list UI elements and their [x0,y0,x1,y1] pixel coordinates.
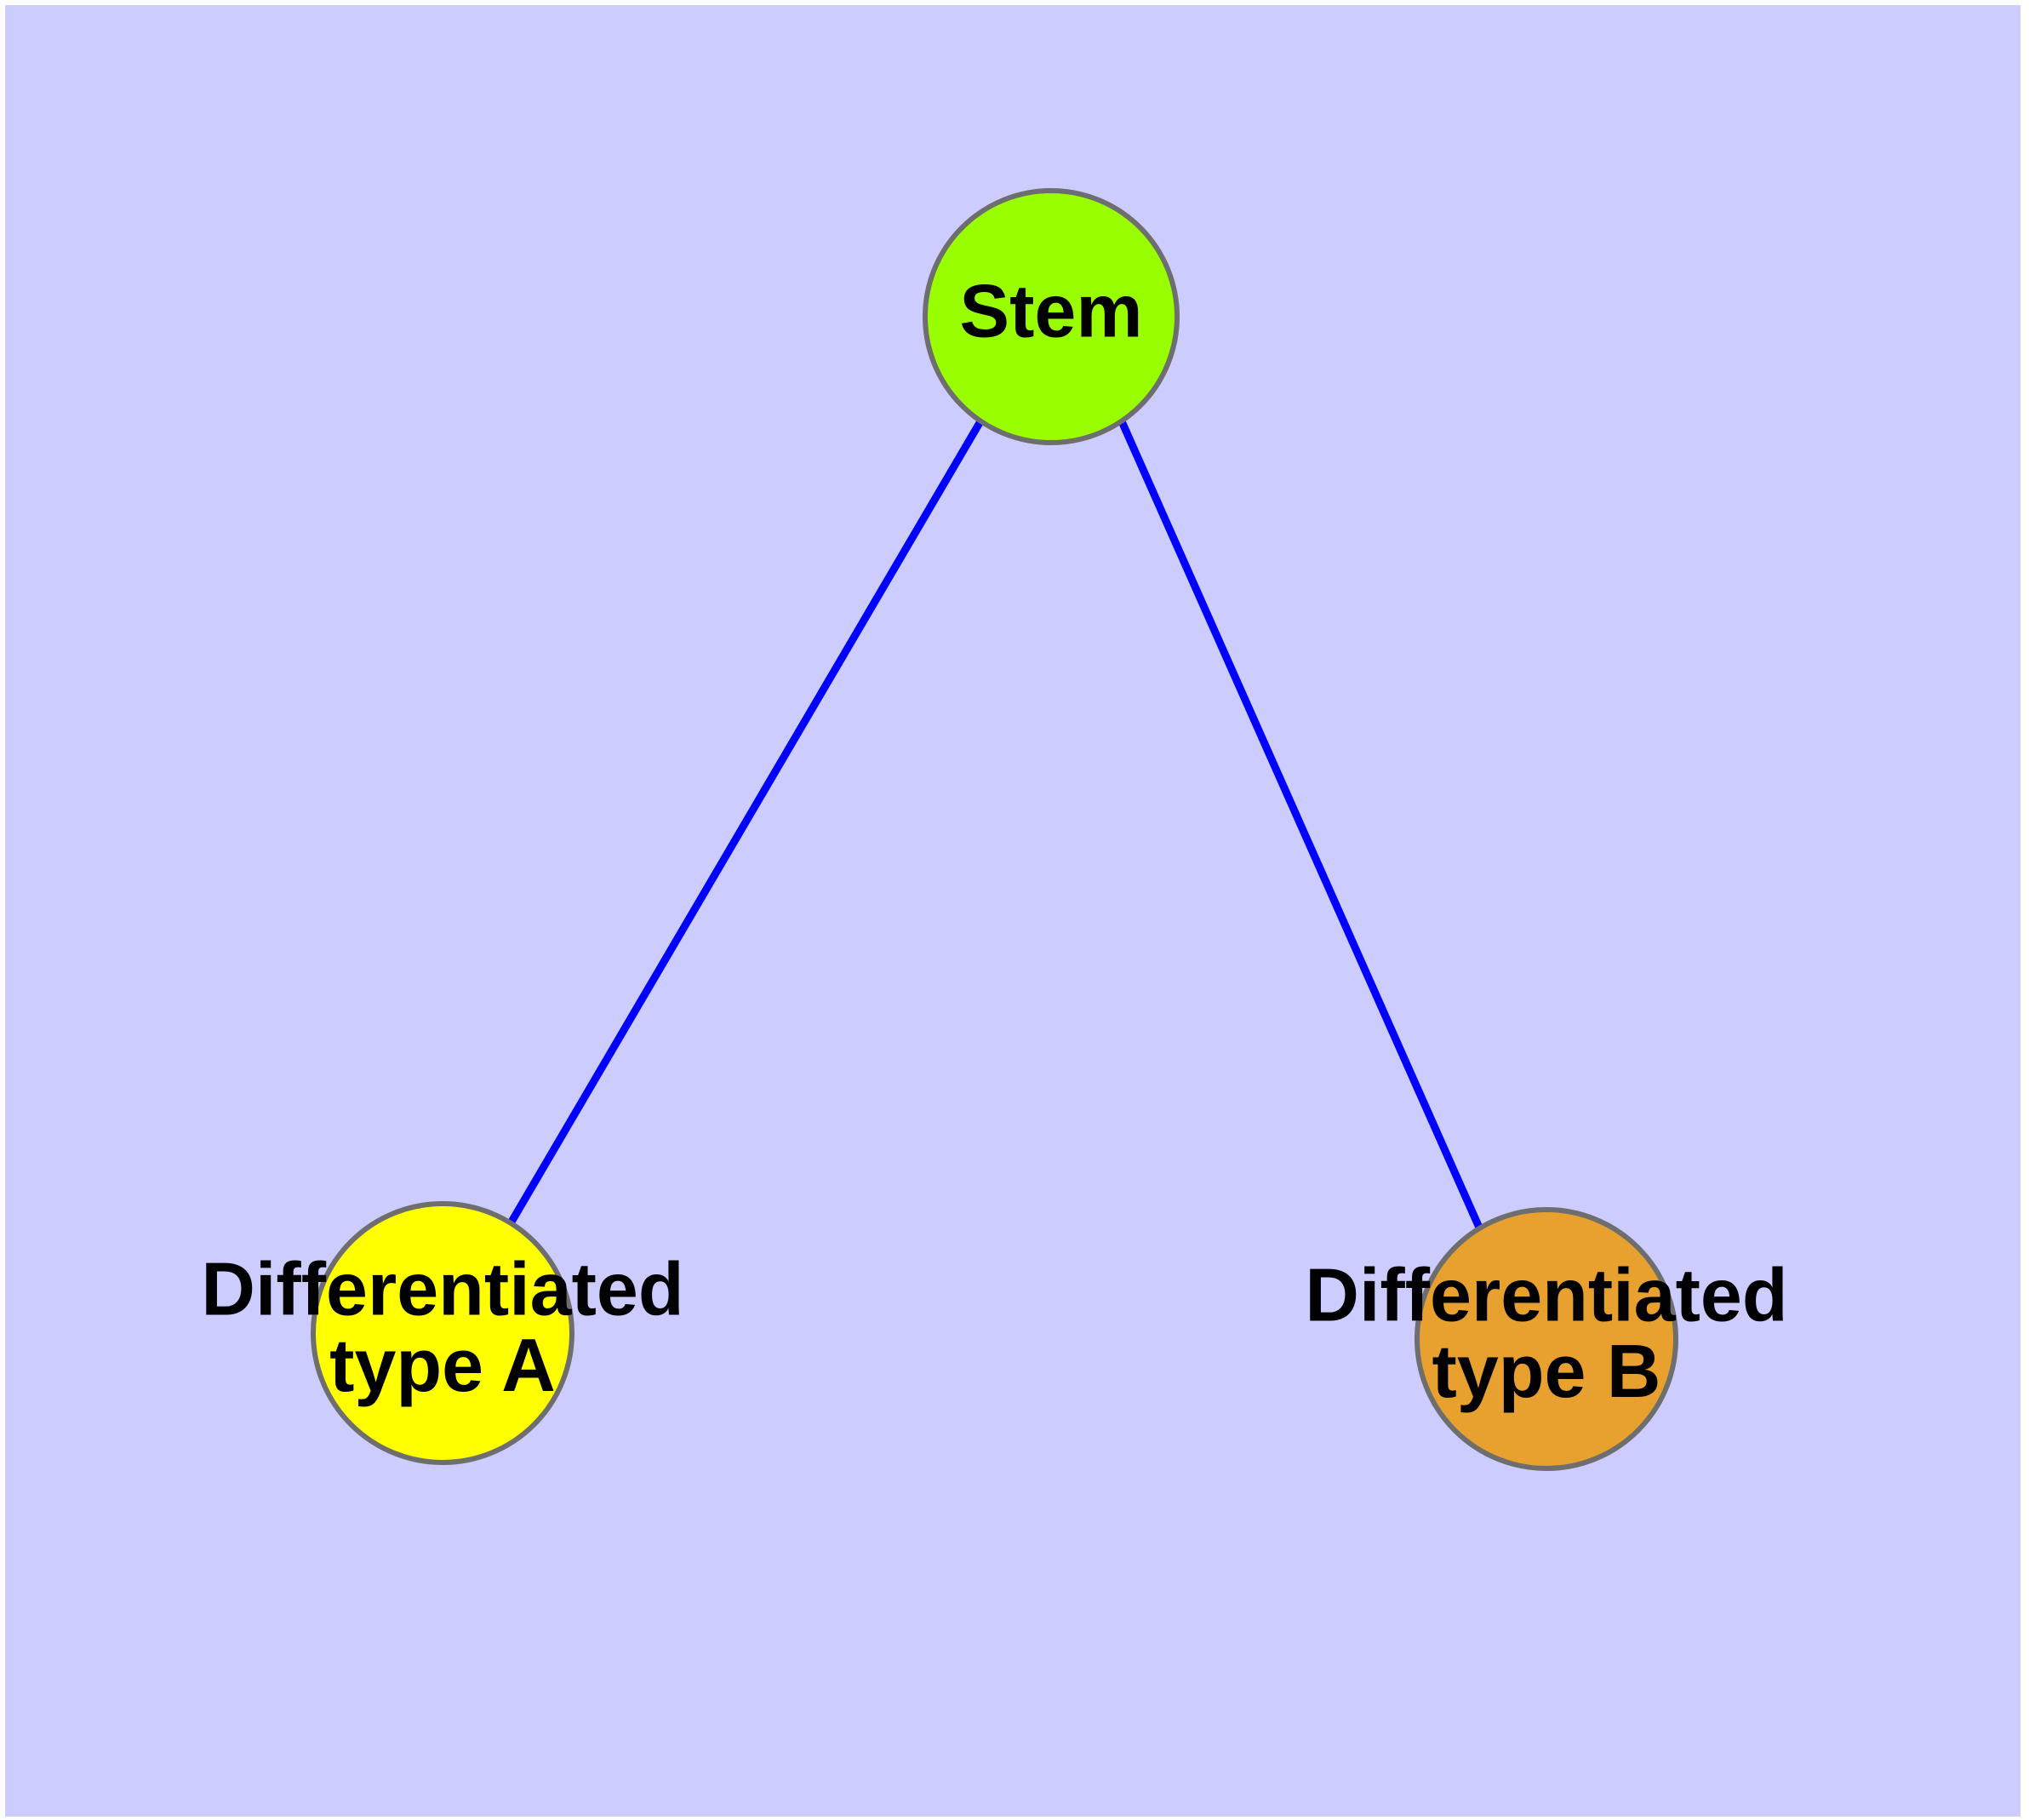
node-differentiated-type-b[interactable] [1415,1207,1678,1471]
node-differentiated-type-b-label-line1: Differentiated [1305,1252,1787,1336]
edges-layer [507,419,1483,1229]
node-differentiated-type-a[interactable] [311,1201,574,1465]
node-stem-label-line1: Stem [959,268,1142,352]
node-stem-circle[interactable] [923,188,1180,445]
node-differentiated-type-a-label: Differentiated type A [201,1246,683,1407]
node-differentiated-type-b-label-line2: type B [1432,1329,1661,1413]
edge-stem-to-differentiated-a[interactable] [507,419,984,1226]
node-differentiated-type-a-label-line2: type A [329,1323,556,1407]
node-differentiated-type-b-label: Differentiated type B [1305,1252,1787,1413]
node-differentiated-type-a-label-line1: Differentiated [201,1246,683,1331]
node-differentiated-type-b-circle[interactable] [1415,1207,1678,1471]
node-stem-label: Stem [959,268,1142,352]
nodes-layer [311,188,1678,1471]
edge-stem-to-differentiated-b[interactable] [1117,420,1483,1229]
node-stem[interactable] [923,188,1180,445]
labels-layer: Stem Differentiated type A Differentiate… [201,268,1787,1413]
node-differentiated-type-a-circle[interactable] [311,1201,574,1465]
